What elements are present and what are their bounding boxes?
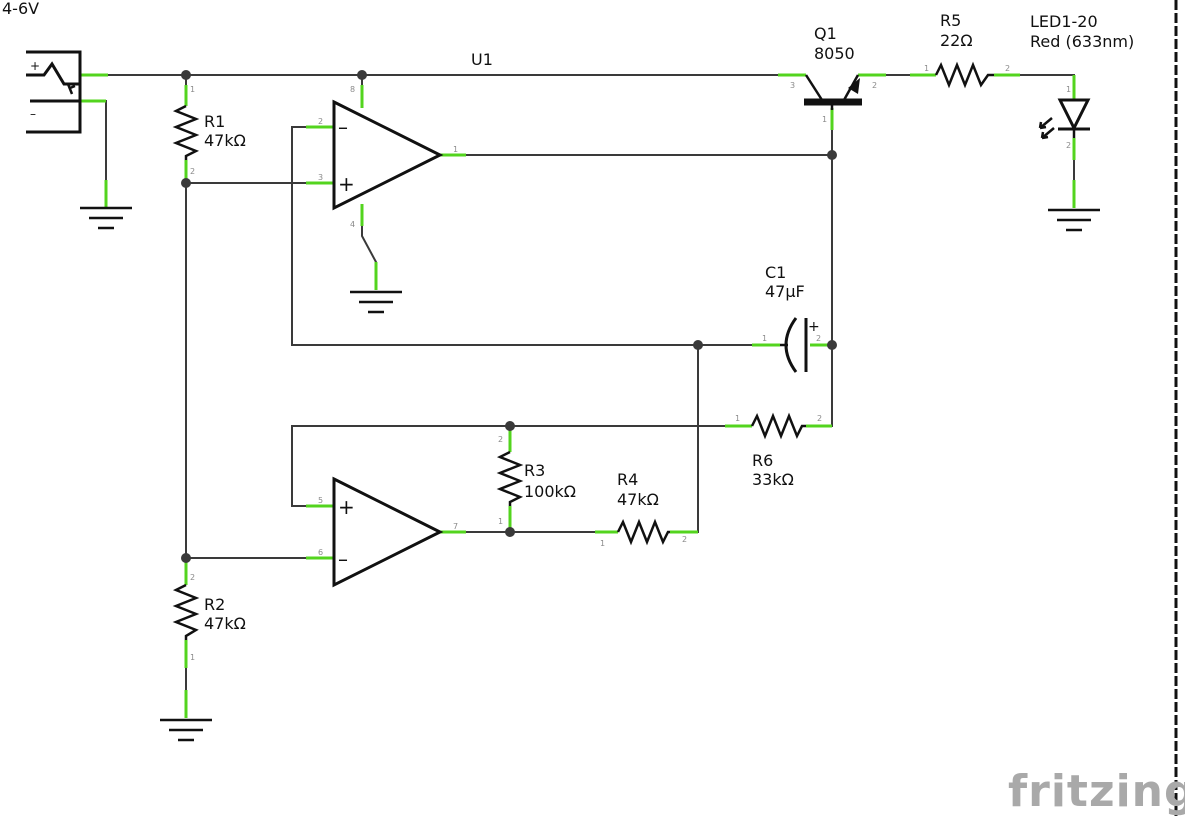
r1-pin-a: 1	[190, 85, 195, 94]
r2-ref: R2	[204, 595, 225, 614]
led-symbol[interactable]	[1038, 98, 1091, 140]
c1-pin-a: 1	[762, 334, 767, 343]
r3-pin-a: 2	[498, 435, 503, 444]
opamp-a-pin-out: 1	[453, 145, 458, 154]
c1-value: 47µF	[765, 282, 805, 301]
q1-pin-c: 3	[790, 81, 795, 90]
opamp-b-pin-inv: 6	[318, 548, 323, 557]
fritzing-watermark: fritzing	[1008, 766, 1185, 816]
ground-symbol-supply	[80, 206, 132, 230]
transistor-q1[interactable]	[804, 74, 862, 110]
r4-pin-a: 1	[600, 539, 605, 548]
resistor-r1[interactable]	[172, 104, 200, 160]
opamp-a-plus-sign: +	[338, 172, 355, 196]
led-pin-k: 2	[1066, 141, 1071, 150]
resistor-r4[interactable]	[616, 518, 670, 546]
resistor-r6[interactable]	[750, 412, 806, 440]
led-value: Red (633nm)	[1030, 32, 1134, 51]
r1-ref: R1	[204, 112, 225, 131]
c1-ref: C1	[765, 263, 786, 282]
q1-value: 8050	[814, 44, 855, 63]
r3-pin-b: 1	[498, 517, 503, 526]
jack-plus-sign: +	[30, 59, 40, 73]
supply-label: 4-6V	[2, 0, 39, 18]
r4-pin-b: 2	[682, 535, 687, 544]
q1-pin-e: 2	[872, 81, 877, 90]
r5-value: 22Ω	[940, 31, 973, 50]
r1-pin-b: 2	[190, 167, 195, 176]
opamp-a-pin-noninv: 3	[318, 173, 323, 182]
r5-pin-a: 1	[924, 64, 929, 73]
r5-ref: R5	[940, 11, 961, 30]
opamp-a-pin-gnd: 4	[350, 220, 355, 229]
q1-ref: Q1	[814, 24, 837, 43]
r3-ref: R3	[524, 461, 545, 480]
r4-value: 47kΩ	[617, 490, 659, 509]
opamp-a-pin-inv: 2	[318, 117, 323, 126]
r2-pin-b: 1	[190, 653, 195, 662]
r1-value: 47kΩ	[204, 131, 246, 150]
r6-pin-a: 1	[735, 414, 740, 423]
opamp-ref: U1	[471, 50, 493, 69]
opamp-b-minus-sign: –	[338, 547, 348, 571]
opamp-a-minus-sign: –	[338, 115, 348, 139]
jack-minus-sign: –	[30, 107, 36, 121]
resistor-r3[interactable]	[496, 450, 524, 506]
r6-pin-b: 2	[817, 414, 822, 423]
led-ref: LED1-20	[1030, 12, 1098, 31]
r2-value: 47kΩ	[204, 614, 246, 633]
c1-polarity: +	[808, 319, 820, 335]
opamp-a-pin-vcc: 8	[350, 85, 355, 94]
r6-value: 33kΩ	[752, 470, 794, 489]
junctions	[181, 70, 837, 563]
capacitor-c1[interactable]	[780, 317, 808, 373]
power-jack-symbol[interactable]: + –	[26, 50, 82, 134]
q1-pin-b: 1	[822, 115, 827, 124]
opamp-b-plus-sign: +	[338, 495, 355, 519]
opamp-b-pin-out: 7	[453, 522, 458, 531]
pin-stubs	[80, 73, 1076, 718]
resistor-r2[interactable]	[172, 583, 200, 640]
r2-pin-a: 2	[190, 573, 195, 582]
r4-ref: R4	[617, 470, 638, 489]
ground-symbol-led	[1048, 208, 1100, 232]
r3-value: 100kΩ	[524, 482, 576, 501]
opamp-b[interactable]: + –	[332, 476, 444, 588]
c1-pin-b: 2	[816, 334, 821, 343]
ground-symbol-opamp	[350, 290, 402, 314]
r6-ref: R6	[752, 451, 773, 470]
opamp-b-pin-noninv: 5	[318, 496, 323, 505]
opamp-a[interactable]: – +	[332, 99, 444, 211]
r5-pin-b: 2	[1005, 64, 1010, 73]
led-pin-a: 1	[1066, 85, 1071, 94]
resistor-r5[interactable]	[934, 61, 994, 89]
ground-symbol-r2	[160, 718, 212, 742]
